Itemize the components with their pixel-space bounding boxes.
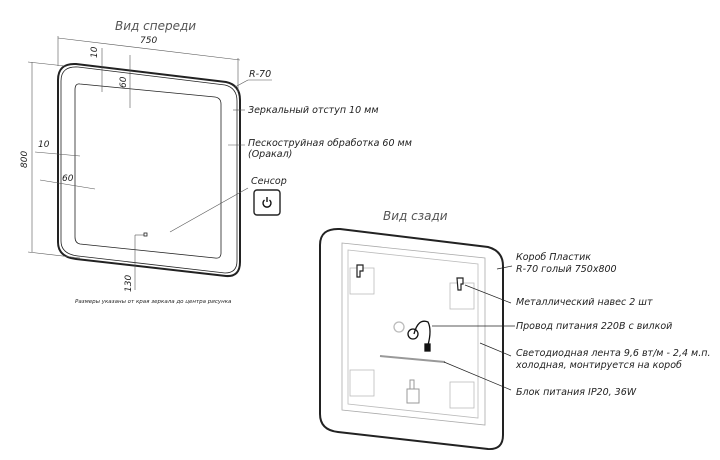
radius-label: R-70 [249, 69, 271, 80]
label-mirror-offset: Зеркальный отступ 10 мм [248, 105, 379, 116]
back-view-title: Вид сзади [383, 209, 448, 223]
dimension-lines [27, 36, 272, 290]
label-sensor: Сенсор [251, 176, 287, 187]
label-sandblast: Пескоструйная обработка 60 мм [248, 138, 412, 149]
power-supply-icon [406, 379, 420, 404]
hanger-icon [356, 264, 464, 291]
power-icon [262, 197, 272, 208]
label-psu: Блок питания IP20, 36W [516, 387, 637, 398]
label-hanger: Металлический навес 2 шт [516, 297, 653, 308]
dim-height: 800 [20, 151, 30, 168]
dim-sensor: 130 [124, 275, 134, 292]
dim-left-offset: 10 [38, 140, 50, 150]
label-box-spec: R-70 голый 750х800 [516, 264, 617, 275]
sensor-button [253, 189, 281, 216]
label-sandblast-note: (Оракал) [248, 149, 292, 160]
label-led-mount: холодная, монтируется на короб [515, 360, 682, 371]
front-view-title: Вид спереди [115, 19, 196, 33]
sensor-marker [143, 232, 148, 237]
front-mirror [57, 62, 241, 278]
dim-top-offset: 10 [90, 46, 100, 58]
label-led: Светодиодная лента 9,6 вт/м - 2,4 м.п. [516, 348, 710, 359]
dim-width: 750 [140, 36, 157, 46]
dimension-note: Размеры указаны от края зеркала до центр… [75, 299, 232, 305]
dim-top-band: 60 [119, 76, 129, 88]
leader-lines [432, 265, 515, 391]
dim-left-band: 60 [62, 174, 74, 184]
back-box [319, 227, 504, 451]
label-box: Короб Пластик [516, 252, 591, 263]
label-cable: Провод питания 220В с вилкой [516, 321, 672, 332]
power-cable-icon [393, 320, 431, 352]
